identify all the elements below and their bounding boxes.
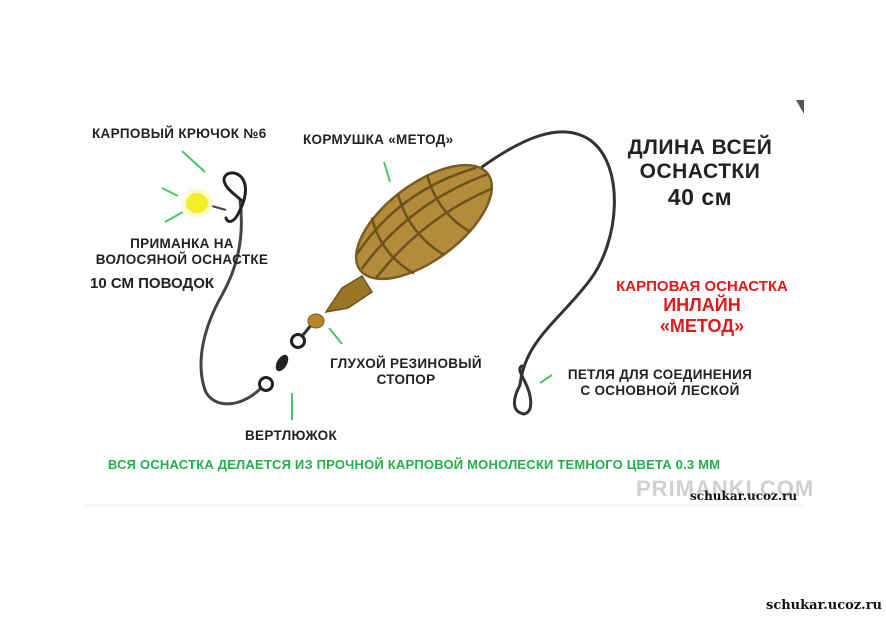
main-line bbox=[480, 130, 616, 387]
footer-note: Вся оснастка делается из прочной карпово… bbox=[108, 457, 721, 472]
connection-loop bbox=[513, 364, 533, 416]
loop-label: Петля для соединения с основной леской bbox=[567, 367, 753, 398]
hook-icon bbox=[222, 171, 247, 223]
leader-label: 10 см поводок bbox=[90, 275, 215, 292]
site-watermark-inner: schukar.ucoz.ru bbox=[690, 489, 798, 503]
stopper-label: Глухой резиновый стопор bbox=[330, 356, 482, 387]
leader-line bbox=[199, 198, 264, 406]
feeder-stem bbox=[324, 274, 374, 314]
hook-label: Карповый крючок №6 bbox=[92, 126, 267, 141]
rubber-stopper-icon bbox=[307, 313, 325, 329]
total-length-label: Длина всей оснастки 40 см bbox=[627, 136, 773, 211]
hair-rig-line bbox=[211, 205, 227, 211]
bait-label: Приманка на волосяной оснастке bbox=[95, 236, 269, 267]
swivel-icon bbox=[258, 323, 314, 392]
method-feeder-icon bbox=[354, 163, 494, 281]
swivel-label: Вертлюжок bbox=[245, 428, 338, 443]
rig-name-label: Карповая оснастка инлайн «Метод» bbox=[616, 278, 788, 336]
bait-icon bbox=[180, 189, 213, 217]
feeder-label: Кормушка «Метод» bbox=[303, 132, 454, 147]
pointer-lines bbox=[161, 150, 553, 420]
site-watermark-corner: schukar.ucoz.ru bbox=[766, 598, 882, 613]
primanki-watermark: PRIMANKI.COM bbox=[636, 476, 815, 501]
corner-mark bbox=[796, 100, 804, 114]
